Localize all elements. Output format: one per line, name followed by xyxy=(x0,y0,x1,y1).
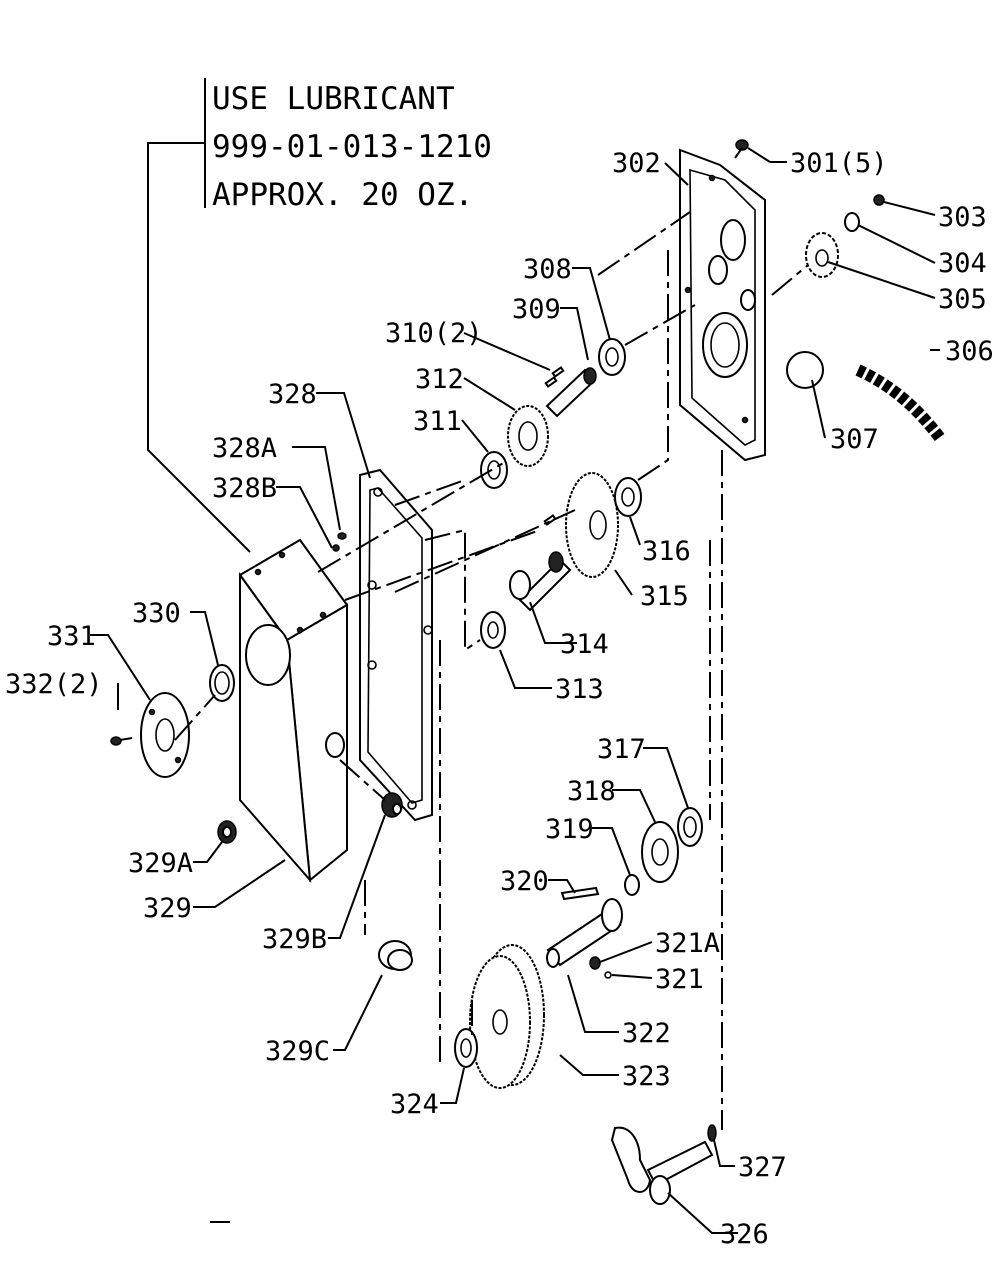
bearing-317 xyxy=(677,807,703,847)
label-321: 321 xyxy=(655,964,704,995)
plug-329a xyxy=(217,820,237,844)
label-322: 322 xyxy=(622,1018,671,1049)
label-309: 309 xyxy=(512,294,561,325)
label-312: 312 xyxy=(415,364,464,395)
shaft-309 xyxy=(545,367,597,418)
label-321a: 321A xyxy=(655,928,720,959)
label-328b: 328B xyxy=(212,473,277,504)
gear-312 xyxy=(507,405,549,467)
output-shaft-322 xyxy=(546,898,623,968)
label-318: 318 xyxy=(567,776,616,807)
gasket-328 xyxy=(359,468,433,822)
note-line-part-number: 999-01-013-1210 xyxy=(212,129,492,165)
bearing-plate-302 xyxy=(679,148,766,462)
label-326: 326 xyxy=(720,1219,769,1250)
bearing-311 xyxy=(480,451,508,489)
note-line-lubricant: USE LUBRICANT xyxy=(212,81,455,117)
screw-301 xyxy=(734,139,749,159)
pinion-shaft-314 xyxy=(509,551,572,612)
label-329a: 329A xyxy=(128,848,193,879)
cover-plate-331 xyxy=(140,692,190,778)
ring-319 xyxy=(624,874,640,896)
label-317: 317 xyxy=(597,734,646,765)
label-307: 307 xyxy=(830,424,879,455)
shifter-fork-326 xyxy=(610,1126,714,1205)
screw-303 xyxy=(873,194,885,206)
label-324: 324 xyxy=(390,1089,439,1120)
label-303: 303 xyxy=(938,202,987,233)
ring-327 xyxy=(707,1124,717,1142)
chain-306 xyxy=(855,364,945,442)
label-305: 305 xyxy=(938,284,987,315)
set-screw-321a xyxy=(589,956,612,979)
label-315: 315 xyxy=(640,581,689,612)
key-320 xyxy=(560,886,600,901)
label-319: 319 xyxy=(545,814,594,845)
label-314: 314 xyxy=(560,629,609,660)
label-304: 304 xyxy=(938,248,987,279)
label-328: 328 xyxy=(268,379,317,410)
label-311: 311 xyxy=(413,406,462,437)
label-327: 327 xyxy=(738,1152,787,1183)
sprocket-305 xyxy=(805,232,839,278)
cap-329c xyxy=(378,940,413,971)
label-308: 308 xyxy=(523,254,572,285)
label-320: 320 xyxy=(500,866,549,897)
keys-310 xyxy=(544,366,565,388)
ball-307 xyxy=(786,351,824,389)
label-331: 331 xyxy=(47,621,96,652)
label-329b: 329B xyxy=(262,924,327,955)
label-leaders xyxy=(90,147,940,1234)
screw-332 xyxy=(110,736,133,746)
note-line-quantity: APPROX. 20 OZ. xyxy=(212,177,474,213)
bearing-324 xyxy=(454,1028,478,1068)
label-302: 302 xyxy=(612,148,661,179)
label-306: 306 xyxy=(945,336,994,367)
washer-304 xyxy=(844,212,860,232)
label-310: 310(2) xyxy=(385,318,483,349)
screws-328a-328b xyxy=(332,532,347,552)
bearing-308 xyxy=(598,338,626,376)
label-330: 330 xyxy=(132,598,181,629)
note-bracket xyxy=(147,78,251,553)
bearing-313 xyxy=(480,611,506,649)
label-323: 323 xyxy=(622,1061,671,1092)
gear-323 xyxy=(469,944,545,1089)
gearbox-housing-329 xyxy=(238,538,349,883)
plug-329b xyxy=(381,792,403,818)
label-332: 332(2) xyxy=(5,669,103,700)
label-329c: 329C xyxy=(265,1036,330,1067)
bearing-318 xyxy=(641,821,679,883)
label-328a: 328A xyxy=(212,433,277,464)
seal-330 xyxy=(209,664,235,702)
label-329: 329 xyxy=(143,893,192,924)
label-301: 301(5) xyxy=(790,148,888,179)
assembly-lines xyxy=(174,211,809,1130)
label-316: 316 xyxy=(642,536,691,567)
bearing-316 xyxy=(614,477,642,517)
label-313: 313 xyxy=(555,674,604,705)
